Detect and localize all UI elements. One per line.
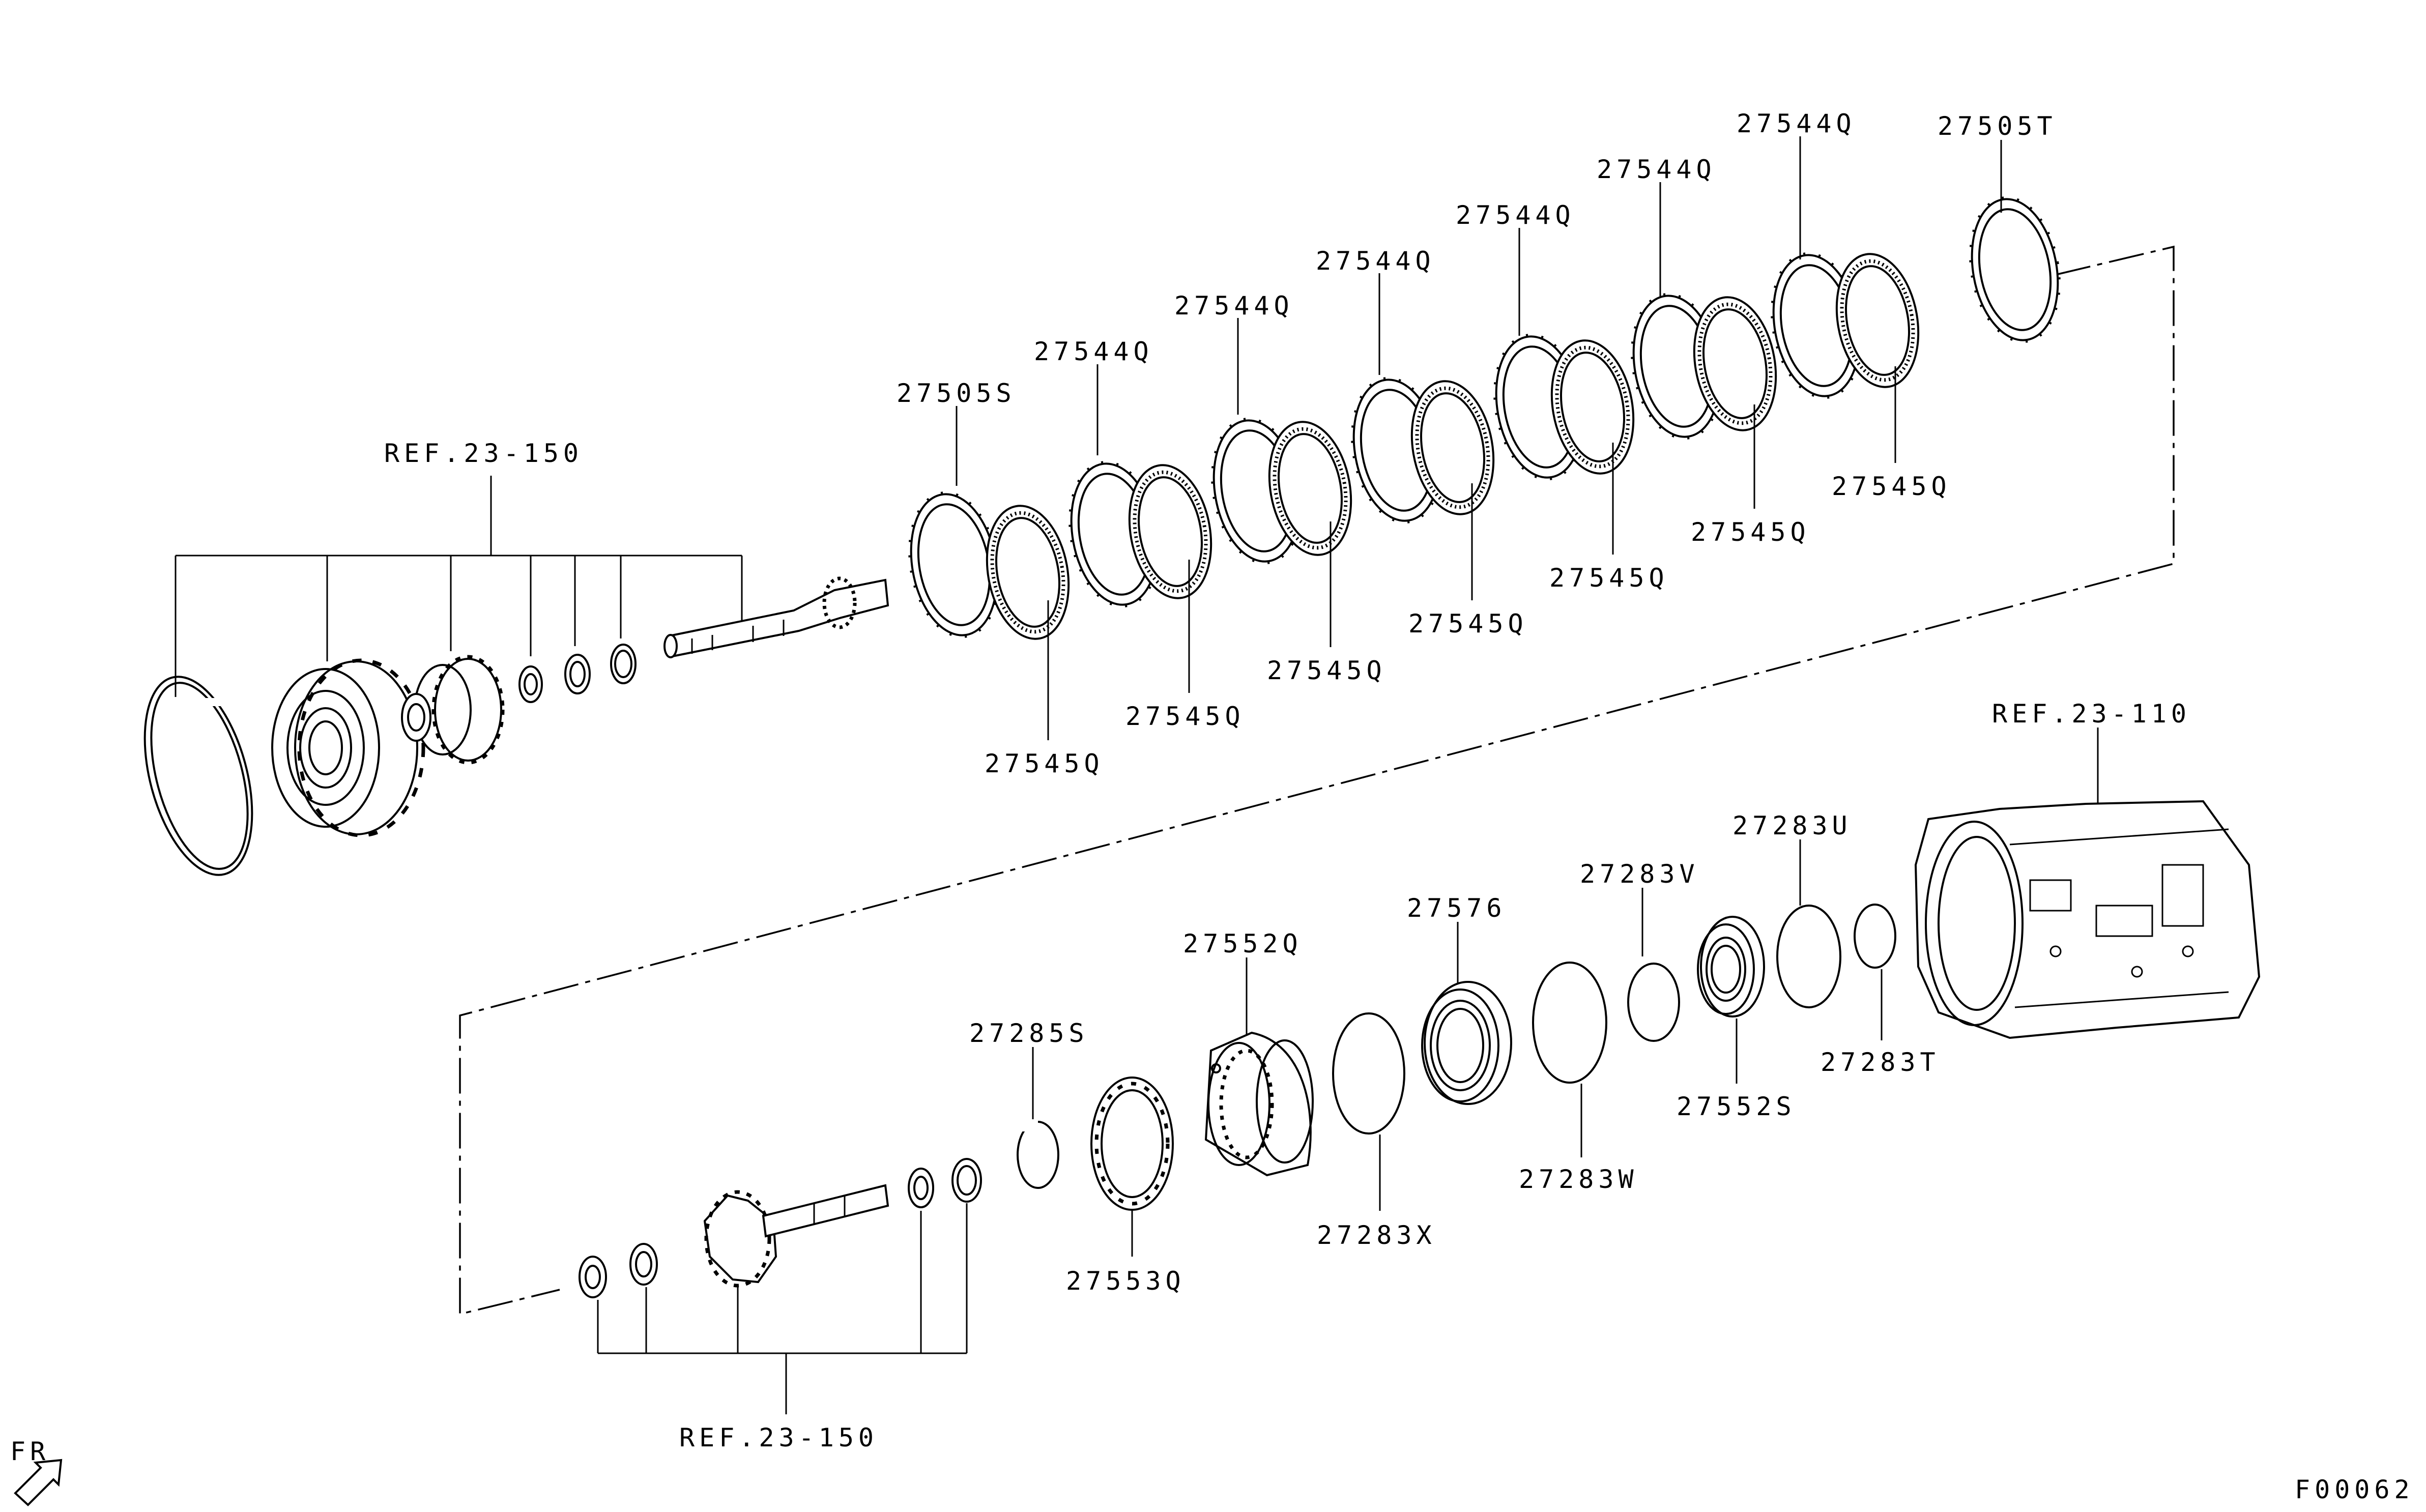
svg-text:27544Q: 27544Q (1456, 200, 1575, 230)
friction-callout-2: 27545Q (1125, 560, 1245, 731)
svg-text:27283T: 27283T (1821, 1048, 1940, 1077)
thrust-washer-b-inner (614, 650, 632, 678)
thrust-bearing-inner (569, 661, 586, 687)
svg-text:27285S: 27285S (969, 1019, 1089, 1048)
ref-label-lower: REF.23-150 (679, 1423, 878, 1452)
friction-plate (1550, 339, 1635, 475)
svg-text:27545Q: 27545Q (1125, 702, 1245, 731)
front-direction-indicator: FR (10, 1437, 63, 1506)
ref-label-upper: REF.23-150 (384, 439, 583, 468)
plate-callout-27544Q-3: 27544Q (1316, 246, 1435, 375)
clutch-pack (908, 196, 2061, 640)
seal-27283W: 27283W (1519, 962, 1638, 1194)
large-snap-ring (143, 676, 253, 876)
diagram-id: F00062 (2295, 1475, 2414, 1504)
plate-callout-27544Q-5: 27544Q (1597, 155, 1716, 298)
clutch-hub-assembly (271, 658, 425, 837)
pressure-plate (908, 491, 1000, 638)
svg-text:27552S: 27552S (1677, 1092, 1796, 1121)
plate-callout-27544Q-1: 27544Q (1034, 337, 1153, 455)
plate-callout-27544Q-6: 27544Q (1737, 109, 1856, 259)
svg-text:27505S: 27505S (897, 379, 1016, 408)
spring-retainer-27553Q: 27553Q (1066, 1077, 1186, 1296)
ref-label-case: REF.23-110 (1992, 699, 2191, 729)
seal-27283V: 27283V (1580, 859, 1699, 1042)
seal-27283U: 27283U (1732, 811, 1852, 1008)
plate-callout-27544Q-2: 27544Q (1174, 291, 1294, 415)
friction-plate (1693, 296, 1777, 431)
input-shaft-upper (663, 576, 889, 658)
output-shaft-lower (579, 1158, 982, 1298)
svg-text:27545Q: 27545Q (1691, 517, 1810, 547)
snap-ring-27285S: 27285S (969, 1019, 1089, 1189)
friction-callout-6: 27545Q (1691, 404, 1810, 547)
svg-text:27544Q: 27544Q (1034, 337, 1153, 366)
plate-callout-27505T: 27505T (1938, 111, 2057, 213)
friction-callout-3: 27545Q (1267, 521, 1387, 685)
thrust-bearing (564, 654, 591, 694)
svg-text:27544Q: 27544Q (1316, 246, 1435, 276)
piston-27552S: 27552S (1677, 916, 1796, 1121)
friction-plate (1835, 253, 1920, 388)
svg-text:27283U: 27283U (1732, 811, 1852, 840)
svg-text:27544Q: 27544Q (1174, 291, 1294, 321)
seal-27283T: 27283T (1821, 904, 1940, 1077)
svg-text:27576: 27576 (1407, 893, 1507, 923)
piston-27576: 27576 (1407, 893, 1512, 1105)
seal-27283X: 27283X (1317, 1012, 1436, 1250)
plate-callout-27544Q-4: 27544Q (1456, 200, 1575, 336)
thrust-washer-b (610, 644, 637, 684)
clutch-drum-27552Q: 27552Q (1183, 929, 1314, 1177)
thrust-washer-a-inner (524, 673, 538, 695)
sun-gear (401, 655, 505, 765)
svg-text:27552Q: 27552Q (1183, 929, 1303, 958)
friction-callout-7: 27545Q (1832, 366, 1951, 501)
svg-text:27545Q: 27545Q (1408, 609, 1528, 638)
friction-callout-4: 27545Q (1408, 483, 1528, 638)
svg-text:27505T: 27505T (1938, 111, 2057, 141)
thrust-washer-a (518, 665, 543, 703)
upper-ref-bracket (175, 476, 743, 697)
svg-text:27553Q: 27553Q (1066, 1266, 1186, 1296)
svg-text:27283V: 27283V (1580, 859, 1699, 889)
friction-callout-1: 27545Q (985, 600, 1104, 778)
svg-text:27545Q: 27545Q (1832, 472, 1951, 501)
svg-text:27545Q: 27545Q (1549, 563, 1669, 593)
friction-plate (1128, 464, 1212, 599)
svg-text:27545Q: 27545Q (985, 749, 1104, 778)
friction-callout-5: 27545Q (1549, 443, 1669, 593)
assembly-flow-line (459, 245, 2175, 1316)
svg-text:27545Q: 27545Q (1267, 656, 1387, 685)
plate-callout-27505S: 27505S (897, 379, 1016, 486)
svg-text:27283W: 27283W (1519, 1165, 1638, 1194)
svg-text:27544Q: 27544Q (1597, 155, 1716, 184)
svg-text:27544Q: 27544Q (1737, 109, 1856, 138)
lower-ref-bracket (597, 1203, 968, 1414)
friction-plate (986, 505, 1070, 640)
transmission-case: REF.23-110 (1914, 699, 2261, 1039)
pressure-plate (1969, 196, 2061, 343)
svg-text:27283X: 27283X (1317, 1220, 1436, 1250)
friction-plate (1410, 380, 1495, 515)
